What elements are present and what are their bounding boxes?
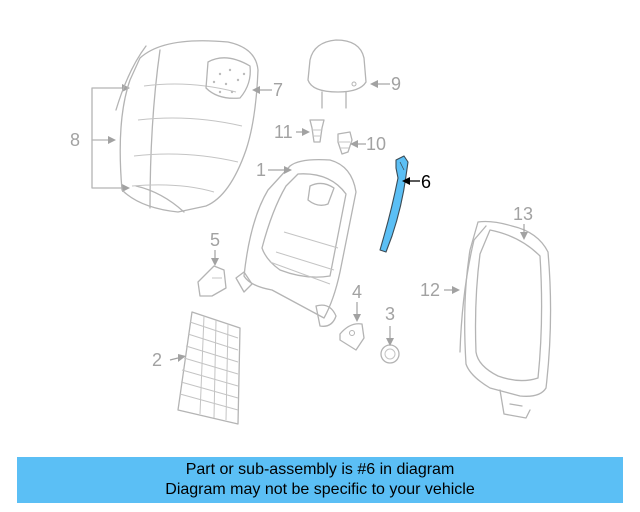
part-12-13-back-panel [459,220,552,419]
callout-10: 10 [350,134,386,154]
callout-9: 9 [370,74,401,94]
part-5-bracket [197,265,227,297]
callout-7: 7 [252,80,283,100]
callout-7-label: 7 [273,80,283,100]
part-11-clip [309,119,325,143]
info-banner: Part or sub-assembly is #6 in diagram Di… [17,457,623,503]
callout-8: 8 [70,130,80,150]
callout-4: 4 [352,282,362,322]
callout-2: 2 [152,350,186,370]
callout-9-label: 9 [391,74,401,94]
callout-6: 6 [402,172,431,192]
part-1-seatback-frame [235,158,357,327]
part-2-support-mesh [177,311,241,425]
callout-13: 13 [513,204,533,240]
callout-4-label: 4 [352,282,362,302]
callout-12: 12 [420,280,460,300]
callout-8-label: 8 [70,130,80,150]
callout-12-label: 12 [420,280,440,300]
callout-3-label: 3 [385,304,395,324]
part-10-clip [337,131,353,155]
part-6-seatback-trim [379,155,409,253]
callout-3: 3 [385,304,395,346]
callout-6-label: 6 [421,172,431,192]
callout-11-label: 11 [274,122,293,142]
callout-2-label: 2 [152,350,162,370]
part-3-knob [380,344,400,364]
part-4-cover [339,323,365,351]
callout-1-label: 1 [256,160,266,180]
callout-11: 11 [274,122,310,142]
callout-10-label: 10 [366,134,386,154]
callout-5-label: 5 [210,230,220,250]
part-7-seatback-cover [119,40,259,213]
part-8-bracket [91,45,185,213]
part-9-headrest [307,39,367,109]
banner-line-2: Diagram may not be specific to your vehi… [165,481,475,498]
parts-diagram: 1 2 3 4 5 6 7 8 9 10 [70,39,552,425]
banner-line-1: Part or sub-assembly is #6 in diagram [185,461,455,478]
callout-13-label: 13 [513,204,533,224]
callout-1: 1 [256,160,292,180]
callout-5: 5 [210,230,220,266]
